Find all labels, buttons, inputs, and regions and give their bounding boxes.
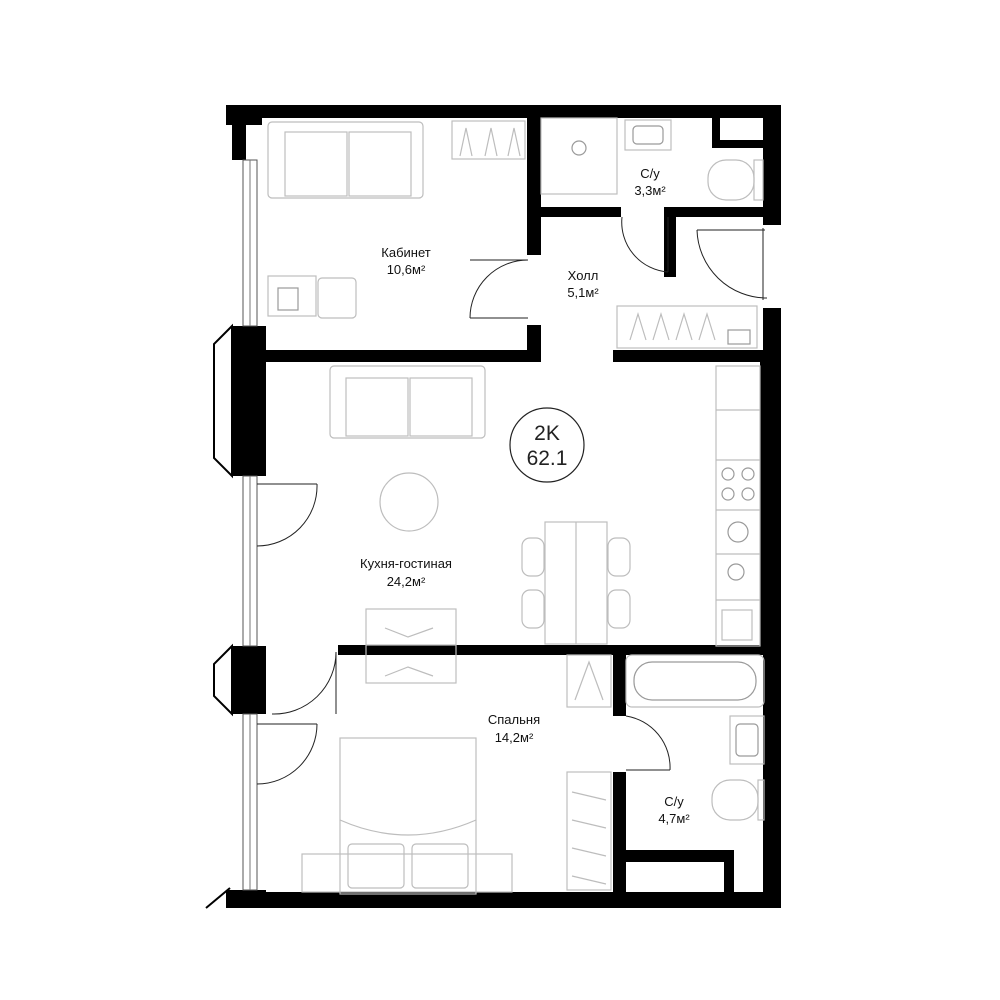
wardrobe-icon — [451, 120, 526, 160]
living-name: Кухня-гостиная — [360, 556, 452, 571]
shower-icon — [540, 117, 618, 195]
apartment-badge: 2K 62.1 — [509, 407, 585, 483]
windows — [205, 159, 258, 909]
hall-area: 5,1м² — [567, 285, 599, 300]
living-sofa-icon — [329, 365, 486, 439]
walls — [226, 105, 781, 908]
apartment-area: 62.1 — [527, 447, 568, 470]
tv-unit-icon — [365, 608, 457, 684]
apartment-type: 2K — [534, 422, 560, 445]
bath-toilet-icon — [711, 779, 765, 821]
bath-sink-icon — [729, 715, 765, 765]
room-labels: Кабинет 10,6м² Холл 5,1м² С/у 3,3м² Кухн… — [360, 166, 690, 826]
living-area: 24,2м² — [387, 574, 426, 589]
sofa-icon — [267, 121, 424, 199]
cabinet-area: 10,6м² — [387, 262, 426, 277]
bathtub-icon — [625, 654, 765, 708]
bath-bottom-name: С/у — [664, 794, 684, 809]
bedroom-name: Спальня — [488, 712, 540, 727]
dining-table-icon — [521, 521, 631, 645]
bed-icon — [301, 737, 513, 895]
bath-top-name: С/у — [640, 166, 660, 181]
furniture — [267, 117, 765, 895]
round-table-icon — [379, 472, 439, 532]
kitchen-icon — [715, 365, 761, 647]
hall-name: Холл — [568, 268, 599, 283]
bedroom-area: 14,2м² — [495, 730, 534, 745]
hall-wardrobe-icon — [616, 305, 758, 349]
bedroom-wardrobe-icon — [566, 654, 612, 891]
doors — [256, 216, 768, 785]
cabinet-name: Кабинет — [381, 245, 430, 260]
sink-icon — [624, 119, 672, 151]
toilet-icon — [707, 159, 764, 201]
desk-icon — [267, 275, 357, 319]
bath-bottom-area: 4,7м² — [658, 811, 690, 826]
bath-top-area: 3,3м² — [634, 183, 666, 198]
